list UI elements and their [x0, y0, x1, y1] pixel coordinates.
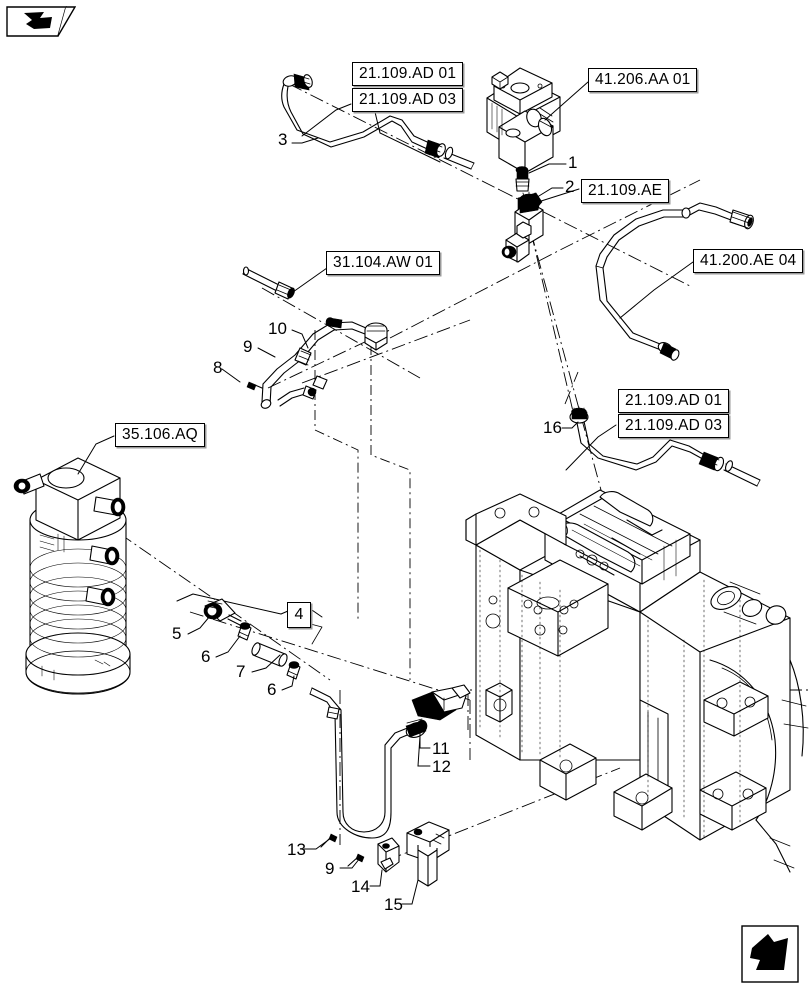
- tube-16-top-fitting: [569, 406, 589, 424]
- ref-callout-41-200-ae-04[interactable]: 41.200.AE 04: [693, 249, 804, 273]
- bracket-14: [377, 837, 400, 873]
- filter-port-right-mid: [89, 545, 120, 566]
- hydraulic-tube-3: [281, 73, 475, 170]
- item-number-9-lower: 9: [325, 859, 335, 878]
- tee-fitting-assembly: [501, 166, 544, 263]
- connector-11: [411, 684, 471, 721]
- tube-41200-bottom-fitting: [657, 342, 680, 361]
- item-number-10: 10: [268, 319, 287, 338]
- item-number-9-upper: 9: [243, 337, 253, 356]
- hydraulic-tube-12: [309, 687, 428, 839]
- item-number-14: 14: [351, 877, 370, 896]
- item-number-2: 2: [565, 177, 575, 196]
- tube-31-104-aw-01: [242, 266, 295, 300]
- oil-filter-assembly: [13, 457, 131, 695]
- item-number-13: 13: [287, 840, 306, 859]
- fitting-1: [515, 166, 530, 192]
- hydraulic-pump-assembly: [486, 67, 561, 174]
- item-number-7: 7: [236, 662, 246, 681]
- bolt-8: [246, 381, 263, 391]
- tube-10-elbow: [364, 322, 388, 351]
- hydraulic-tube-16: [569, 406, 761, 487]
- item-number-1: 1: [568, 153, 578, 172]
- filter-port-right-lower: [85, 586, 116, 607]
- bolt-9-lower: [347, 853, 365, 867]
- leader-lines: [77, 81, 694, 905]
- item-number-6-upper: 6: [201, 647, 211, 666]
- ref-callout-21-109-ad-01-mid[interactable]: 21.109.AD 01: [618, 389, 730, 413]
- item-number-8: 8: [213, 358, 223, 377]
- ref-callout-21-109-ae[interactable]: 21.109.AE: [581, 179, 670, 203]
- item-number-6-lower: 6: [267, 680, 277, 699]
- hydraulic-tube-10-assembly: [242, 266, 388, 409]
- tube-3-left-fitting: [282, 73, 313, 91]
- hydraulic-tube-41-200-ae-04: [595, 202, 754, 361]
- ref-callout-35-106-aq[interactable]: 35.106.AQ: [115, 423, 205, 447]
- tube-10-lower-fittings: [260, 375, 328, 409]
- fitting-kit-4: [176, 593, 323, 680]
- tube-16-right-fitting: [698, 451, 725, 472]
- item-number-16: 16: [543, 418, 562, 437]
- page-next-arrow-icon[interactable]: [734, 922, 802, 986]
- boxed-item-number-4[interactable]: 4: [287, 602, 311, 628]
- tube-41200-right-fitting: [729, 209, 754, 230]
- tube-3-right-fitting: [424, 139, 446, 159]
- item-number-12: 12: [432, 757, 451, 776]
- tube-10-upper-fitting: [325, 317, 343, 329]
- item-number-3: 3: [278, 130, 288, 149]
- item-number-11: 11: [432, 739, 450, 758]
- bolt-13: [320, 833, 338, 848]
- fitting-6-upper: [237, 622, 252, 641]
- tube-12-clamp: [326, 706, 340, 720]
- filter-port-right-upper: [93, 496, 126, 517]
- ref-callout-31-104-aw-01[interactable]: 31.104.AW 01: [326, 251, 441, 275]
- tube-12-elbow: [405, 718, 428, 738]
- ref-callout-41-206-aa-01[interactable]: 41.206.AA 01: [588, 68, 698, 92]
- transmission-housing: [465, 489, 809, 873]
- spacer-7: [251, 642, 288, 667]
- bracket-group: [320, 821, 450, 887]
- filter-port-left: [13, 473, 45, 495]
- bracket-15: [406, 821, 450, 887]
- ref-callout-21-109-ad-03-top[interactable]: 21.109.AD 03: [352, 88, 464, 112]
- clamp-9-upper: [294, 347, 312, 366]
- fitting-2-body: [501, 191, 544, 263]
- item-number-5: 5: [172, 624, 182, 643]
- ref-callout-21-109-ad-01-top[interactable]: 21.109.AD 01: [352, 62, 464, 86]
- item-number-15: 15: [384, 895, 403, 914]
- fitting-5: [203, 598, 242, 626]
- ref-callout-21-109-ad-03-mid[interactable]: 21.109.AD 03: [618, 414, 730, 438]
- fitting-6-lower: [286, 661, 301, 680]
- page-back-arrow-icon[interactable]: [6, 6, 76, 38]
